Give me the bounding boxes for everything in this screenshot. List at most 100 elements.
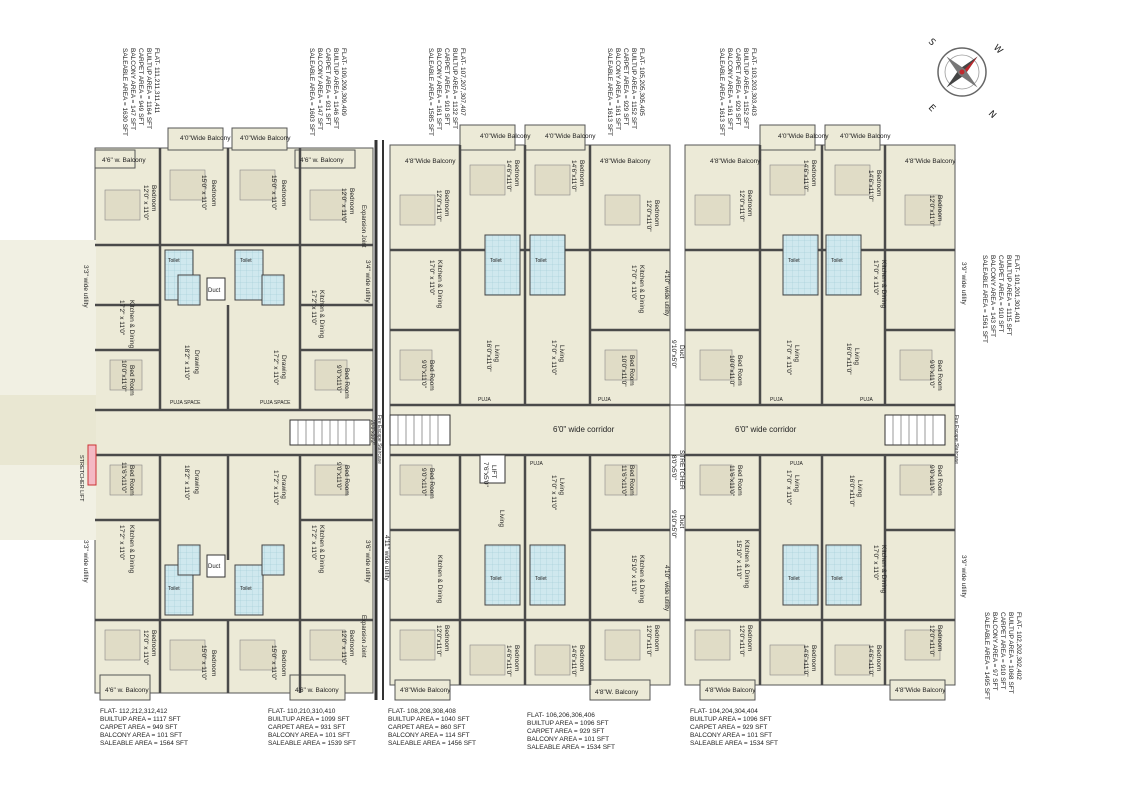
room-bedroom: Bed Room [128, 465, 135, 496]
room-drawing: Drawing [280, 475, 287, 499]
carpet-area: CARPET AREA = 910 SFT [999, 612, 1006, 690]
room-bedroom: Bedroom [810, 645, 817, 671]
carpet-area: CARPET AREA = 929 SFT [622, 48, 629, 126]
flat-101-info: FLAT- 101,201,301,401 BUILTUP AREA = 111… [980, 255, 1020, 343]
room-living: Living [853, 348, 860, 365]
builtup-area: BUILTUP AREA = 1152 SFT [630, 48, 637, 130]
room-size: 14'6"x11'0" [505, 645, 512, 677]
room-size: 17'0" x 11'0" [785, 340, 792, 376]
compass-n: N [986, 109, 998, 121]
room-size: 9'0"x11'0" [420, 360, 427, 389]
room-bedroom: Bedroom [513, 160, 520, 186]
utility-label: 4'10" wide utility [663, 270, 670, 317]
room-size: 15'10" x 11'0" [735, 540, 742, 579]
flat-title: FLAT- 107,207,307,407 [459, 48, 466, 116]
room-size: 14'6"x11'0" [570, 645, 577, 677]
balcony-area: BALCONY AREA = 161 SFT [435, 48, 442, 131]
room-size: 12'0" x 11'0" [142, 185, 149, 221]
balcony-label: 4'8"Wide Balcony [400, 687, 451, 694]
room-bedroom: Bed Room [428, 468, 435, 499]
balcony-label: 4'0"Wide Balcony [240, 135, 291, 142]
room-size: 12'0"x11'0" [435, 190, 442, 222]
room-drawing: Drawing [280, 355, 287, 379]
room-size: 9'0"x11'0" [420, 468, 427, 497]
room-size: 15'0" x 11'0" [270, 175, 277, 211]
balcony-label: 4'8"Wide Balcony [405, 158, 456, 165]
lift-size: 7'6"x5'0" [482, 462, 489, 487]
flat-108-info: FLAT- 108,208,308,408 BUILTUP AREA = 104… [388, 708, 476, 748]
toilet-label: Toilet [240, 586, 252, 592]
balcony-label: 4'0"Wide Balcony [480, 133, 531, 140]
room-size: 18'2" x 11'0" [183, 465, 190, 501]
room-size: 17'0" x 11'0" [785, 470, 792, 506]
room-drawing: Drawing [193, 350, 200, 374]
room-size: 10'0"x11'0" [120, 360, 127, 392]
stretcher-size: 8'0"x5'0" [670, 455, 677, 480]
room-bedroom: Bedroom [875, 645, 882, 671]
room-kitchen: Kitchen & Dining [880, 260, 887, 308]
builtup-area: BUILTUP AREA = 1096 SFT [527, 720, 609, 727]
carpet-area: CARPET AREA = 931 SFT [268, 724, 346, 731]
room-bedroom: Bedroom [653, 200, 660, 226]
room-kitchen: Kitchen & Dining [436, 260, 443, 308]
duct-size: 9'10"x5'0" [670, 340, 677, 369]
balcony-area: BALCONY AREA = 161 SFT [726, 48, 733, 131]
duct-size: 9'10"x5'0" [670, 510, 677, 539]
utility-label: 4'11" wide utility [383, 535, 390, 581]
saleable-area: SALEABLE AREA = 1539 SFT [268, 740, 356, 747]
room-living: Living [498, 510, 505, 527]
room-living: Living [558, 345, 565, 362]
room-bedroom: Bed Room [628, 355, 635, 386]
utility-label: 3'9" wide utility [960, 555, 967, 598]
stretcher-label: STRETCHER [678, 450, 685, 490]
carpet-area: CARPET AREA = 949 SFT [137, 48, 144, 126]
carpet-area: CARPET AREA = 910 SFT [443, 48, 450, 126]
utility-label: 3'9" wide utility [960, 262, 967, 305]
flat-109-info: FLAT- 109,209,309,409 BUILTUP AREA = 114… [307, 48, 347, 136]
room-bedroom: Bedroom [578, 645, 585, 671]
flat-104-info: FLAT- 104,204,304,404 BUILTUP AREA = 109… [690, 708, 778, 748]
carpet-area: CARPET AREA = 931 SFT [324, 48, 331, 126]
room-bedroom: Bedroom [443, 625, 450, 651]
balcony-area: BALCONY AREA = 114 SFT [388, 732, 470, 739]
flat-title: FLAT- 108,208,308,408 [388, 708, 456, 715]
saleable-area: SALEABLE AREA = 1630 SFT [121, 48, 128, 136]
flat-112-info: FLAT- 112,212,312,412 BUILTUP AREA = 111… [100, 708, 188, 748]
room-bedroom: Bedroom [348, 188, 355, 214]
room-bedroom: Bed Room [343, 368, 350, 399]
room-size: 12'0"x11'0" [928, 625, 935, 657]
saleable-area: SALEABLE AREA = 1456 SFT [388, 740, 476, 747]
balcony-area: BALCONY AREA = 101 SFT [268, 732, 351, 739]
toilet-label: Toilet [788, 576, 800, 582]
room-size: 11'6"x11'0" [728, 465, 735, 497]
balcony-area: BALCONY AREA = 97 SFT [991, 612, 998, 691]
room-size: 12'0"x11'0" [435, 625, 442, 657]
puja-label: PUJA [770, 397, 783, 403]
toilet-label: Toilet [240, 258, 252, 264]
saleable-area: SALEABLE AREA = 1613 SFT [718, 48, 725, 136]
room-bedroom: Bed Room [736, 355, 743, 386]
room-bedroom: Bedroom [653, 625, 660, 651]
balcony-area: BALCONY AREA = 161 SFT [614, 48, 621, 131]
middle-block [389, 124, 671, 701]
room-kitchen: Kitchen & Dining [318, 290, 325, 338]
room-size: 17'0" x 11'0" [428, 260, 435, 296]
room-drawing: Drawing [193, 470, 200, 494]
balcony-label: 4'8"Wide Balcony [600, 158, 651, 165]
room-living: Living [856, 480, 863, 497]
saleable-area: SALEABLE AREA = 1564 SFT [100, 740, 188, 747]
balcony-label: 4'6" w. Balcony [102, 157, 146, 164]
room-size: 9'0"x11'0" [928, 360, 935, 389]
room-size: 9'0"x11'0" [335, 365, 342, 394]
balcony-label: 4'0"Wide Balcony [840, 133, 891, 140]
room-living: Living [493, 345, 500, 362]
balcony-area: BALCONY AREA = 101 SFT [690, 732, 773, 739]
flat-106-info: FLAT- 106,206,306,406 BUILTUP AREA = 109… [527, 712, 615, 752]
flat-102-info: FLAT- 102,202,302,402 BUILTUP AREA = 106… [982, 612, 1022, 700]
room-size: 12'0"x11'0" [738, 190, 745, 222]
saleable-area: SALEABLE AREA = 1495 SFT [983, 612, 990, 700]
utility-label: 3'3" wide utility [82, 265, 89, 308]
room-size: 17'0" x 11'0" [872, 260, 879, 296]
balcony-label: 4'6" w. Balcony [300, 157, 344, 164]
